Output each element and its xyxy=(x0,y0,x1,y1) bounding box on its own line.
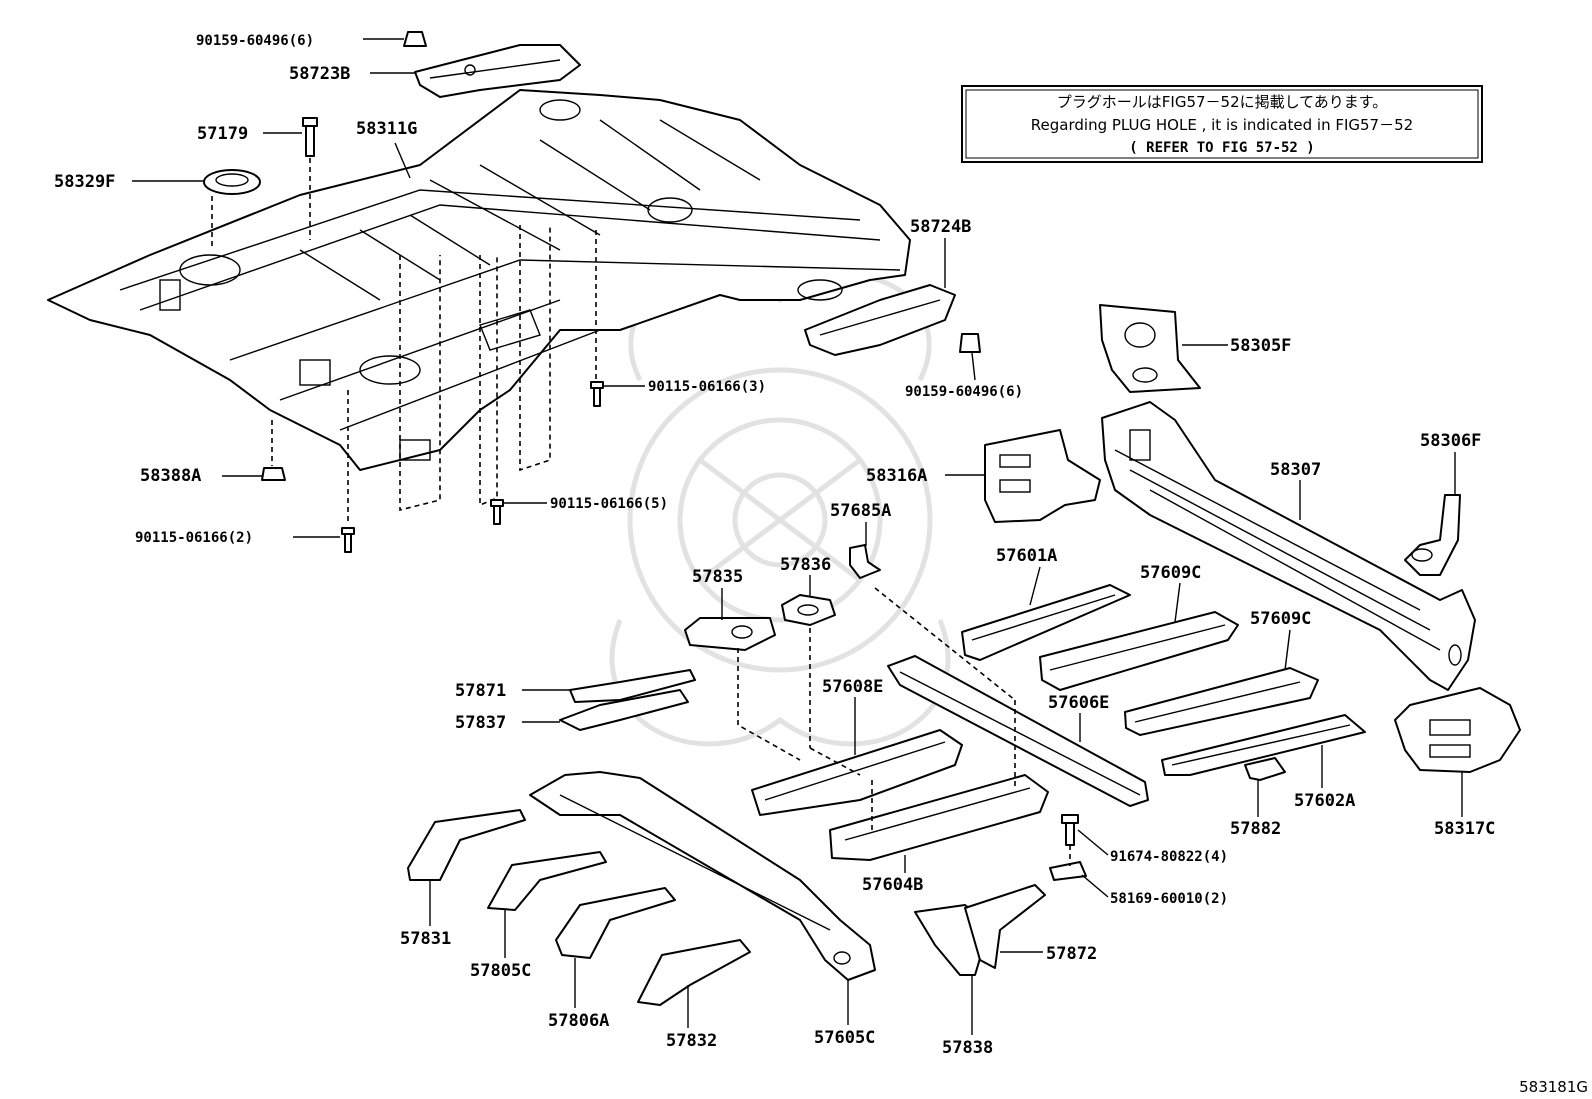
bracket-58724b xyxy=(804,284,956,356)
label-90159-60496-top: 90159-60496(6) xyxy=(196,33,314,49)
label-57871: 57871 xyxy=(455,681,506,701)
reference-note-box: プラグホールはFIG57－52に掲載してあります。 Regarding PLUG… xyxy=(961,85,1483,163)
label-57601a: 57601A xyxy=(996,546,1057,566)
label-58329f: 58329F xyxy=(54,172,115,192)
label-91674-80822: 91674-80822(4) xyxy=(1110,849,1228,865)
label-57836: 57836 xyxy=(780,555,831,575)
panel-58316a xyxy=(984,429,1101,523)
bolt-91674 xyxy=(1061,814,1079,846)
clip-58388a xyxy=(261,467,286,481)
label-58306f: 58306F xyxy=(1420,431,1481,451)
bracket-57836 xyxy=(781,594,836,626)
bracket-58306f xyxy=(1404,494,1461,576)
label-58307: 58307 xyxy=(1270,460,1321,480)
label-57831: 57831 xyxy=(400,929,451,949)
label-57604b: 57604B xyxy=(862,875,923,895)
leader-lines xyxy=(132,38,1463,1035)
bracket-57806a xyxy=(555,887,676,959)
panel-58317c xyxy=(1394,687,1521,773)
bolt-90115-2 xyxy=(341,527,355,553)
note-line-3: ( REFER TO FIG 57-52 ) xyxy=(1129,140,1314,156)
label-57805c: 57805C xyxy=(470,961,531,981)
label-57838: 57838 xyxy=(942,1038,993,1058)
rail-58307 xyxy=(1101,401,1476,691)
bracket-57685a xyxy=(849,544,881,579)
assembly-guides-lower xyxy=(737,587,1071,866)
label-57605c: 57605C xyxy=(814,1028,875,1048)
label-58311g: 58311G xyxy=(356,119,417,139)
label-90115-06166-2: 90115-06166(2) xyxy=(135,530,253,546)
member-57608e xyxy=(751,729,963,816)
label-58316a: 58316A xyxy=(866,466,927,486)
label-57606e: 57606E xyxy=(1048,693,1109,713)
bolt-90159-right xyxy=(959,333,981,353)
label-58724b: 58724B xyxy=(910,217,971,237)
rail-57602a xyxy=(1161,714,1366,776)
bolt-90115-3 xyxy=(590,381,604,407)
label-57609c-lower: 57609C xyxy=(1250,609,1311,629)
label-58317c: 58317C xyxy=(1434,819,1495,839)
bolt-90115-5 xyxy=(490,499,504,525)
note-line-1: プラグホールはFIG57－52に掲載してあります。 xyxy=(1057,93,1387,111)
label-58305f: 58305F xyxy=(1230,336,1291,356)
label-57608e: 57608E xyxy=(822,677,883,697)
part-labels: 90159-60496(6) 58723B 57179 58311G 58329… xyxy=(54,33,1495,1058)
label-57837: 57837 xyxy=(455,713,506,733)
figure-code: 583181G xyxy=(1519,1078,1588,1096)
label-57832: 57832 xyxy=(666,1031,717,1051)
member-57605c xyxy=(529,771,876,981)
member-57604b xyxy=(829,774,1049,861)
bolt-57179 xyxy=(302,117,318,157)
bracket-57872 xyxy=(964,884,1046,969)
bolt-90159-top xyxy=(403,31,427,47)
assembly-guides-upper xyxy=(211,158,597,525)
label-90115-06166-3: 90115-06166(3) xyxy=(648,379,766,395)
bracket-57805c xyxy=(487,851,607,911)
label-90115-06166-5: 90115-06166(5) xyxy=(550,496,668,512)
bracket-58305f xyxy=(1099,304,1201,393)
rail-57601a xyxy=(961,584,1131,661)
label-57179: 57179 xyxy=(197,124,248,144)
label-57685a: 57685A xyxy=(830,501,891,521)
note-line-2: Regarding PLUG HOLE , it is indicated in… xyxy=(1031,116,1413,134)
bracket-58723b xyxy=(414,44,581,98)
label-57872: 57872 xyxy=(1046,944,1097,964)
label-57602a: 57602A xyxy=(1294,791,1355,811)
floor-pan-58311g xyxy=(47,89,911,471)
label-57882: 57882 xyxy=(1230,819,1281,839)
rail-57609c-2 xyxy=(1124,667,1319,736)
bracket-57837 xyxy=(559,689,689,731)
bracket-57831 xyxy=(407,809,526,881)
label-58388a: 58388A xyxy=(140,466,201,486)
label-90159-60496-right: 90159-60496(6) xyxy=(905,384,1023,400)
label-57806a: 57806A xyxy=(548,1011,609,1031)
rail-57609c-1 xyxy=(1039,611,1239,691)
label-58169-60010: 58169-60010(2) xyxy=(1110,891,1228,907)
crossmember-57606e xyxy=(887,655,1149,807)
label-57609c-upper: 57609C xyxy=(1140,563,1201,583)
bracket-57835 xyxy=(684,617,776,651)
bracket-57832 xyxy=(637,939,751,1006)
label-57835: 57835 xyxy=(692,567,743,587)
nut-58169 xyxy=(1049,861,1087,881)
bracket-57871 xyxy=(569,669,696,703)
bracket-57882 xyxy=(1244,757,1286,781)
grommet-58329f xyxy=(203,169,261,195)
label-58723b: 58723B xyxy=(289,64,350,84)
